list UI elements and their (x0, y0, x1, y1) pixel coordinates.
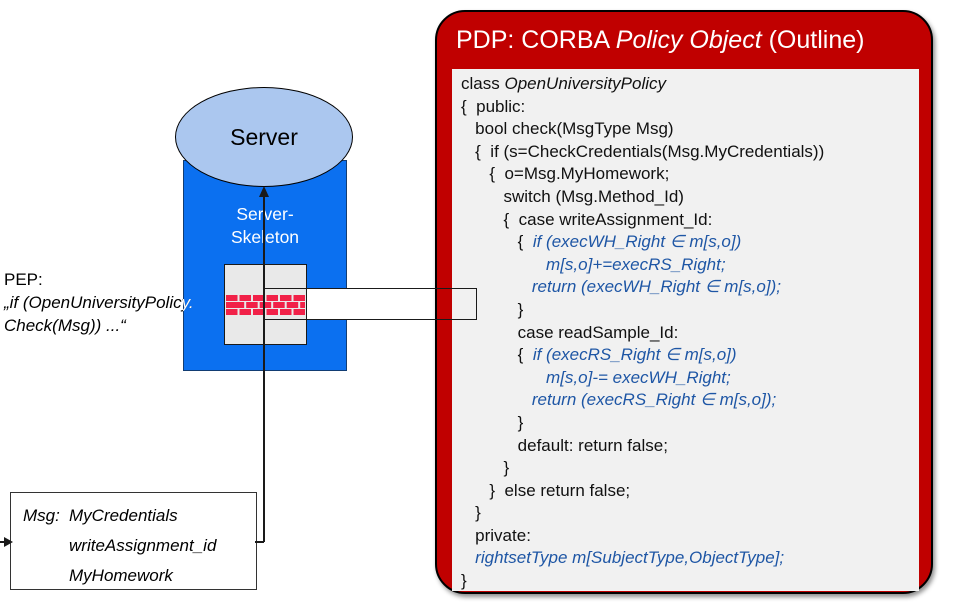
right-arrowhead-icon (4, 537, 13, 547)
pep-label: PEP: „if (OpenUniversityPolicy. „if (Ope… (4, 268, 194, 337)
code-line: { if (s=CheckCredentials(Msg.MyCredentia… (461, 141, 825, 161)
code-line: } (461, 412, 524, 432)
server-skeleton-label-line1: Server- (236, 204, 294, 224)
policy-code-panel: class OpenUniversityPolicy { public: bool… (452, 69, 919, 591)
policy-code: class OpenUniversityPolicy { public: bool… (452, 69, 919, 593)
msg-field-write-assignment: writeAssignment_id (69, 536, 217, 555)
code-line: m[s,o]-= execWH_Right; (546, 367, 731, 387)
pep-code-line2: Check(Msg)) ...“ (4, 316, 126, 335)
code-line: case readSample_Id: (461, 322, 679, 342)
pep-code-line1: „if (OpenUniversityPolicy. „if (OpenUniv… (4, 291, 194, 314)
code-line: default: return false; (461, 435, 668, 455)
code-line: return (execRS_Right ∈ m[s,o]); (531, 390, 777, 410)
code-line: } (461, 458, 510, 478)
firewall-bricks-icon (226, 295, 305, 316)
pdp-title: PDP: CORBA Policy Object (Outline) (456, 12, 864, 69)
connector-outline (264, 288, 477, 320)
code-line: { if (execWH_Right ∈ m[s,o]) (461, 232, 742, 252)
code-line: switch (Msg.Method_Id) (461, 186, 684, 206)
code-line: } else return false; (461, 480, 631, 500)
msg-field-homework: MyHomework (69, 566, 173, 585)
code-line: } (461, 299, 524, 319)
code-line: { case writeAssignment_Id: (461, 209, 713, 229)
msg-flow-elbow (255, 541, 264, 543)
msg-flow-line (263, 196, 265, 542)
msg-row-1: Msg: MyCredentials (23, 501, 256, 531)
pep-code-line1-black: „if (OpenUniversityPolicy. (4, 293, 194, 312)
msg-field-credentials: MyCredentials (69, 506, 178, 525)
pep-heading: PEP: (4, 270, 43, 289)
server-skeleton-label: Server- Skeleton (183, 203, 347, 249)
msg-box: Msg: MyCredentials writeAssignment_id MyH… (10, 492, 257, 590)
code-line: } (461, 503, 481, 523)
pdp-title-seg3: (Outline) (761, 26, 865, 54)
code-line: { if (execRS_Right ∈ m[s,o]) (461, 345, 737, 365)
code-line: } (461, 571, 467, 591)
code-line: { o=Msg.MyHomework; (461, 164, 670, 184)
code-line: return (execWH_Right ∈ m[s,o]); (531, 277, 781, 297)
code-line: m[s,o]+=execRS_Right; (546, 254, 726, 274)
code-line: rightsetType m[SubjectType,ObjectType]; (475, 548, 785, 568)
up-arrowhead-icon (259, 186, 269, 197)
brick-row (226, 295, 305, 301)
pdp-box: PDP: CORBA Policy Object (Outline) class… (435, 10, 933, 594)
incoming-arrow-line (0, 541, 5, 543)
code-line: bool check(MsgType Msg) (461, 119, 674, 139)
code-line: private: (461, 525, 531, 545)
server-label: Server (230, 123, 298, 150)
server-ellipse: Server (175, 87, 353, 187)
pdp-title-seg2: Policy Object (615, 26, 762, 54)
brick-row (226, 309, 305, 315)
code-line: { public: (461, 96, 526, 116)
pdp-title-seg1: PDP: CORBA (456, 26, 616, 54)
code-line: class OpenUniversityPolicy (461, 74, 667, 93)
server-skeleton-label-line2: Skeleton (230, 227, 300, 247)
brick-row (226, 302, 305, 308)
pep-code-line1-white-overlay: „if (OpenUniversityPolicy. (183, 293, 194, 312)
firewall-box (224, 264, 307, 345)
msg-label: Msg: (23, 506, 60, 525)
